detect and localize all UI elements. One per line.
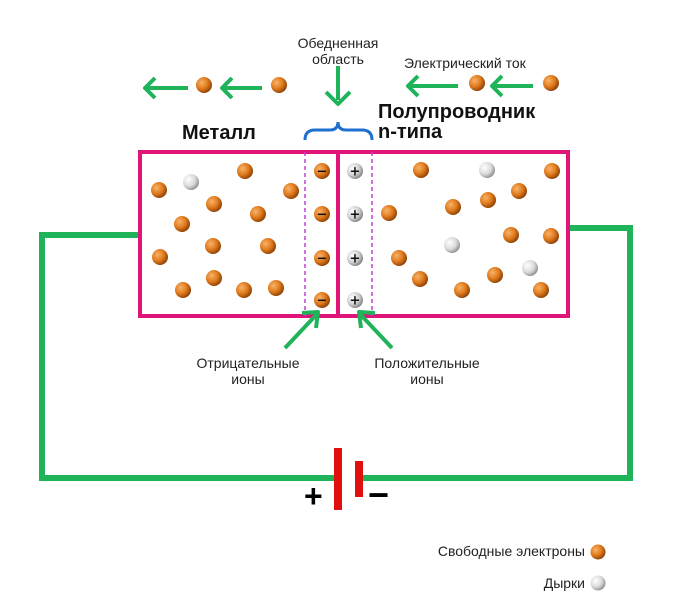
negative-ions-label: Отрицательные ионы: [178, 355, 318, 387]
legend-holes-label: Дырки: [543, 575, 585, 591]
negative-ion: −: [314, 250, 330, 267]
negative-ion-sign: −: [317, 208, 328, 223]
battery-long-plate: [334, 448, 342, 510]
depletion-label-line1: Обедненная: [297, 35, 379, 51]
positive-ions-label: Положительные ионы: [357, 355, 497, 387]
free-electron: [236, 282, 252, 298]
legend-hole-swatch: [590, 575, 606, 591]
negative-ion: −: [314, 163, 330, 180]
positive-ion: +: [347, 292, 363, 309]
neg-ions-pointer-arrow: [283, 310, 320, 350]
positive-ion-sign: +: [350, 165, 361, 180]
particles: [151, 75, 560, 298]
free-electron: [469, 75, 485, 91]
semiconductor-label-line2: n-типа: [378, 121, 443, 143]
free-electron: [543, 228, 559, 244]
free-electron: [151, 182, 167, 198]
legend-electron-swatch: [590, 544, 606, 560]
free-electron: [237, 163, 253, 179]
free-electron: [533, 282, 549, 298]
hole: [479, 162, 495, 178]
metal-label: Металл: [182, 122, 256, 144]
junction-box: [138, 150, 570, 318]
free-electron: [174, 216, 190, 232]
negative-ion: −: [314, 292, 330, 309]
current-flow-left: [143, 76, 262, 100]
positive-ion-sign: +: [350, 208, 361, 223]
free-electron: [487, 267, 503, 283]
free-electron: [271, 77, 287, 93]
free-electron: [283, 183, 299, 199]
free-electron: [152, 249, 168, 265]
battery-minus-sign: −: [368, 474, 390, 515]
free-electron: [391, 250, 407, 266]
free-electron: [544, 163, 560, 179]
negative-ion: −: [314, 206, 330, 223]
battery-short-plate: [355, 461, 363, 497]
positive-ion-sign: +: [350, 294, 361, 309]
semiconductor-label: Полупроводник n-типа: [378, 102, 535, 142]
hole: [183, 174, 199, 190]
legend-swatches: [590, 544, 606, 591]
free-electron: [381, 205, 397, 221]
positive-ion: +: [347, 163, 363, 180]
free-electron: [268, 280, 284, 296]
free-electron: [206, 270, 222, 286]
current-label: Электрический ток: [404, 55, 526, 71]
free-electron: [454, 282, 470, 298]
free-electron: [260, 238, 276, 254]
circuit-wire-left: [39, 232, 338, 481]
depletion-label-line2: область: [312, 51, 364, 67]
depletion-bracket: [303, 121, 374, 141]
positive-ion: +: [347, 206, 363, 223]
ions: − − − − + + + +: [314, 163, 363, 309]
pos-ions-pointer-arrow: [357, 310, 394, 350]
free-electron: [206, 196, 222, 212]
hole: [444, 237, 460, 253]
positive-ions-label-line1: Положительные: [374, 355, 480, 371]
free-electron: [250, 206, 266, 222]
free-electron: [413, 162, 429, 178]
free-electron: [503, 227, 519, 243]
depletion-pointer-arrowhead: [324, 90, 352, 106]
semiconductor-label-line1: Полупроводник: [378, 101, 536, 123]
hole: [522, 260, 538, 276]
negative-ions-label-line2: ионы: [231, 371, 265, 387]
negative-ions-label-line1: Отрицательные: [196, 355, 300, 371]
free-electron: [412, 271, 428, 287]
legend-electrons-label: Свободные электроны: [437, 543, 585, 559]
negative-ion-sign: −: [317, 252, 328, 267]
depletion-label: Обедненная область: [283, 35, 393, 67]
free-electron: [480, 192, 496, 208]
negative-ion-sign: −: [317, 165, 328, 180]
free-electron: [511, 183, 527, 199]
battery-plus-sign: +: [304, 478, 323, 514]
free-electron: [445, 199, 461, 215]
positive-ion: +: [347, 250, 363, 267]
free-electron: [543, 75, 559, 91]
current-flow-right: [406, 74, 533, 98]
free-electron: [175, 282, 191, 298]
free-electron: [196, 77, 212, 93]
negative-ion-sign: −: [317, 294, 328, 309]
positive-ions-label-line2: ионы: [410, 371, 444, 387]
circuit-wire-right: [360, 225, 633, 481]
positive-ion-sign: +: [350, 252, 361, 267]
free-electron: [205, 238, 221, 254]
